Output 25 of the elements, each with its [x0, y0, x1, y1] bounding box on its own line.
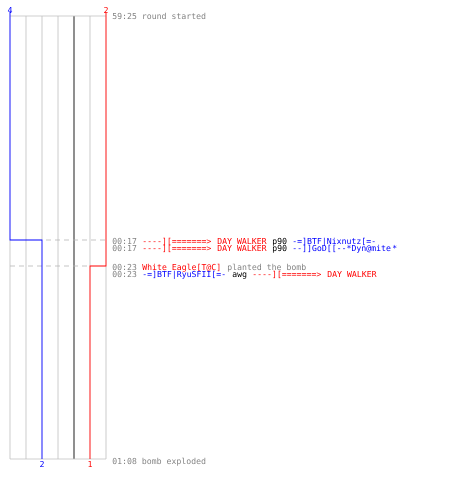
timestamp: 00:23 [112, 264, 136, 270]
event-text: DAY WALKER [218, 245, 267, 251]
player-count: 1 [88, 461, 92, 467]
event-text: awg [232, 272, 246, 279]
player-count: 4 [8, 7, 12, 13]
timestamp: 00:17 [112, 238, 136, 244]
event-text: * [392, 244, 396, 249]
event-text: DAY WALKER [328, 271, 377, 277]
event-text: White Eagle[T@C] [142, 264, 220, 272]
player-count: 2 [104, 6, 108, 14]
event-text: -=]BTF|RyuSFII[=- [144, 270, 225, 279]
timestamp: 59:25 round started [112, 12, 206, 20]
event-text: planted the bomb [228, 264, 306, 272]
timestamp: 01:08 bomb exploded [112, 458, 206, 466]
timestamp: 00:17 [112, 244, 136, 252]
event-text: --]]GoD[[--*Dyn@mite [294, 244, 390, 253]
event-text: DAY WALKER [218, 238, 267, 244]
event-text: -=]BTF|Nixnutz[=- [294, 238, 375, 246]
timestamp: 00:23 [112, 270, 136, 278]
event-text: ----][=======> [254, 270, 321, 278]
event-text: p90 [272, 238, 286, 246]
event-text: p90 [272, 244, 286, 253]
player-count: 2 [40, 460, 44, 468]
event-text: ----][=======> [144, 244, 211, 252]
event-text: ----][=======> [144, 238, 211, 246]
